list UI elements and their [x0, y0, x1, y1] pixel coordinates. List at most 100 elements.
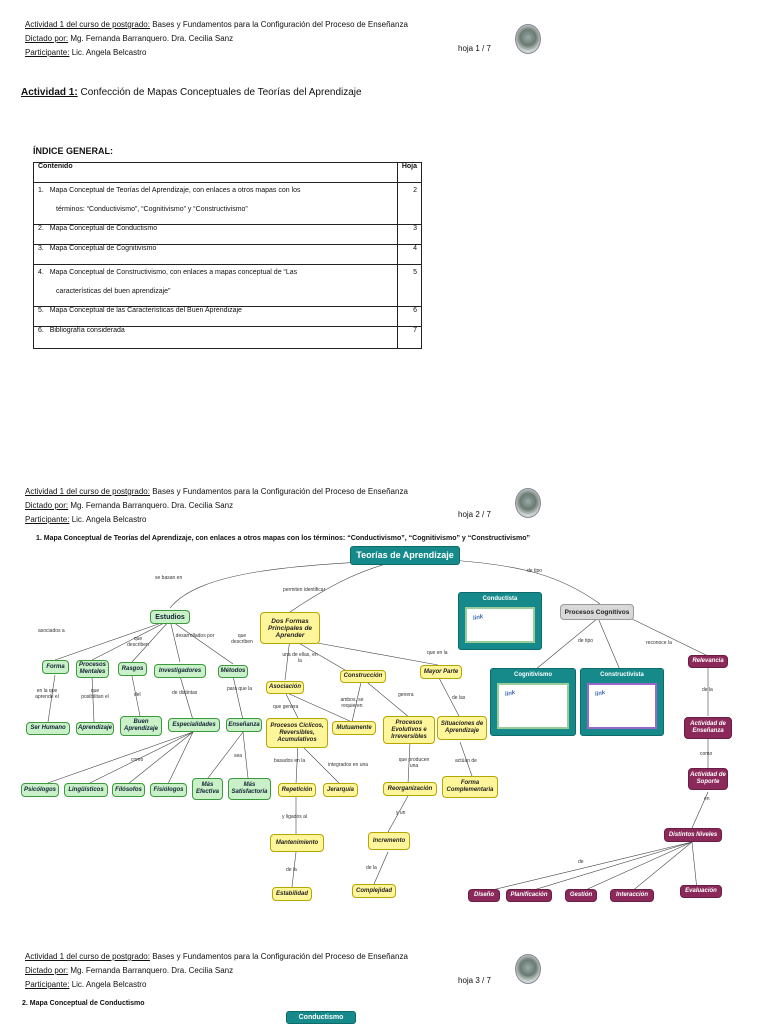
map-node-actividad-ensenanza[interactable]: Actividad de Enseñanza — [684, 717, 732, 739]
map-node-mantenimiento[interactable]: Mantenimiento — [270, 834, 324, 852]
index-row-page: 4 — [396, 244, 423, 265]
map-node-mas-satisfactoria[interactable]: Más Satisfactoria — [228, 778, 271, 800]
map-node-complejidad[interactable]: Complejidad — [352, 884, 396, 898]
map-node-mas-efectiva[interactable]: Más Efectiva — [192, 778, 223, 800]
link-label: desarrollados por — [175, 633, 215, 639]
link-label: en — [704, 796, 710, 802]
map-node-psicologos[interactable]: Psicólogos — [21, 783, 59, 797]
link-label: y un — [396, 810, 406, 816]
map-node-procesos-cognitivos[interactable]: Procesos Cognitivos — [560, 604, 634, 620]
constructivista-thumbnail: link — [587, 683, 657, 729]
map-node-distintos-niveles[interactable]: Distintos Niveles — [664, 828, 722, 842]
index-row: 6. Bibliografía considerada — [33, 326, 398, 349]
link-label: de las — [452, 695, 466, 701]
section-title: 2. Mapa Conceptual de Conductismo — [22, 1000, 145, 1007]
page-number: hoja 1 / 7 — [458, 44, 491, 53]
map-node-procesos-evolutivos[interactable]: Procesos Evolutivos e Irreversibles — [383, 716, 435, 744]
header-label: Participante: — [25, 980, 70, 989]
cognitivismo-thumbnail: link — [497, 683, 569, 729]
map-node-relevancia[interactable]: Relevancia — [688, 655, 728, 668]
map-node-estudios[interactable]: Estudios — [150, 610, 190, 624]
header-value: Mg. Fernanda Barranquero. Dra. Cecilia S… — [68, 34, 234, 43]
map-node-interaccion[interactable]: Interacción — [610, 889, 654, 902]
link-icon: link — [472, 613, 484, 623]
conductista-panel[interactable]: Conductista link — [458, 592, 542, 650]
map-node-ser-humano[interactable]: Ser Humano — [26, 722, 70, 735]
map-node-linguisticos[interactable]: Lingüísticos — [64, 783, 108, 797]
link-label: de tipo — [578, 638, 594, 644]
map-node-planificacion[interactable]: Planificación — [506, 889, 552, 902]
map-node-rasgos[interactable]: Rasgos — [118, 662, 147, 676]
conductismo-map-title[interactable]: Conductismo — [286, 1011, 356, 1024]
index-row-page: 2 — [396, 182, 423, 225]
index-row-page: 7 — [396, 326, 423, 349]
map-node-metodos[interactable]: Métodos — [218, 665, 248, 678]
map-node-estabilidad[interactable]: Estabilidad — [272, 887, 312, 901]
map-root-node[interactable]: Teorías de Aprendizaje — [350, 546, 460, 565]
map-node-ensenanza[interactable]: Enseñanza — [226, 718, 262, 732]
link-label: permiten identificar — [283, 587, 326, 593]
activity-text: Confección de Mapas Conceptuales de Teor… — [77, 87, 362, 98]
header-value: Mg. Fernanda Barranquero. Dra. Cecilia S… — [68, 966, 234, 975]
header-value: Mg. Fernanda Barranquero. Dra. Cecilia S… — [68, 501, 234, 510]
constructivista-panel[interactable]: Constructivista link — [580, 668, 664, 736]
map-node-aprendizaje[interactable]: Aprendizaje — [76, 722, 114, 735]
map-node-investigadores[interactable]: Investigadores — [154, 664, 206, 678]
link-label: genera — [398, 692, 414, 698]
map-node-gestion[interactable]: Gestión — [565, 889, 597, 902]
header-label: Actividad 1 del curso de postgrado: — [25, 487, 150, 496]
map-node-fisiologos[interactable]: Fisiólogos — [150, 783, 187, 797]
link-label: para que la — [227, 686, 253, 692]
header-label: Actividad 1 del curso de postgrado: — [25, 952, 150, 961]
conductista-title: Conductista — [482, 596, 518, 602]
map-node-incremento[interactable]: Incremento — [368, 832, 410, 850]
map-node-mutuamente[interactable]: Mutuamente — [332, 721, 376, 735]
link-label: de — [578, 859, 584, 865]
link-label: que producen una — [398, 757, 430, 769]
map-node-filosofos[interactable]: Filósofos — [112, 783, 145, 797]
index-row: 1. Mapa Conceptual de Teorías del Aprend… — [33, 182, 398, 225]
university-seal-icon — [515, 24, 541, 54]
header-label: Dictado por: — [25, 501, 69, 510]
section-title: 1. Mapa Conceptual de Teorías del Aprend… — [36, 535, 530, 542]
map-node-reorganizacion[interactable]: Reorganización — [383, 782, 437, 796]
link-label: integrados en una — [328, 762, 369, 768]
map-node-jerarquia[interactable]: Jerarquía — [323, 783, 358, 797]
map-node-procesos-mentales[interactable]: Procesos Mentales — [76, 660, 109, 678]
university-seal-icon — [515, 488, 541, 518]
link-label: que describen — [231, 633, 253, 645]
header-value: Bases y Fundamentos para la Configuració… — [149, 487, 408, 496]
map-node-buen-aprendizaje[interactable]: Buen Aprendizaje — [120, 716, 162, 736]
header-value: Bases y Fundamentos para la Configuració… — [149, 952, 408, 961]
link-label: sea — [234, 753, 243, 759]
map-node-especialidades[interactable]: Especialidades — [168, 718, 220, 732]
map-node-evaluacion[interactable]: Evaluación — [680, 885, 722, 898]
link-label: como — [700, 751, 713, 757]
map-node-asociacion[interactable]: Asociación — [266, 681, 304, 694]
map-node-dos-formas[interactable]: Dos Formas Principales de Aprender — [260, 612, 320, 644]
map-node-repeticion[interactable]: Repetición — [278, 783, 316, 797]
link-label: y ligados al — [282, 814, 308, 820]
activity-label: Actividad 1: — [21, 87, 78, 98]
map-node-forma-complementaria[interactable]: Forma Complementaria — [442, 776, 498, 798]
map-node-actividad-soporte[interactable]: Actividad de Soporte — [688, 768, 728, 790]
map-node-mayor-parte[interactable]: Mayor Parte — [420, 665, 462, 679]
cognitivismo-panel[interactable]: Cognitivismo link — [490, 668, 576, 736]
link-label: ambos, se requieren — [340, 697, 364, 709]
link-label: como — [131, 757, 144, 763]
link-label: una de ellas, en la — [282, 652, 318, 664]
link-label: que genera — [273, 704, 299, 710]
header-2: Actividad 1 del curso de postgrado: Base… — [25, 485, 408, 527]
link-label: actúan de — [455, 758, 477, 764]
map-node-construccion[interactable]: Construcción — [340, 670, 386, 683]
map-node-diseno[interactable]: Diseño — [468, 889, 500, 902]
header-label: Dictado por: — [25, 966, 69, 975]
link-label: de la — [702, 687, 713, 693]
map-node-forma[interactable]: Forma — [42, 660, 69, 674]
index-row-page: 6 — [396, 306, 423, 327]
header-label: Actividad 1 del curso de postgrado: — [25, 20, 150, 29]
header-value: Lic. Angela Belcastro — [69, 48, 147, 57]
header-label: Participante: — [25, 48, 70, 57]
map-node-situaciones[interactable]: Situaciones de Aprendizaje — [437, 716, 487, 740]
map-node-procesos-ciclicos[interactable]: Procesos Cíclicos, Reversibles, Acumulat… — [266, 718, 328, 748]
